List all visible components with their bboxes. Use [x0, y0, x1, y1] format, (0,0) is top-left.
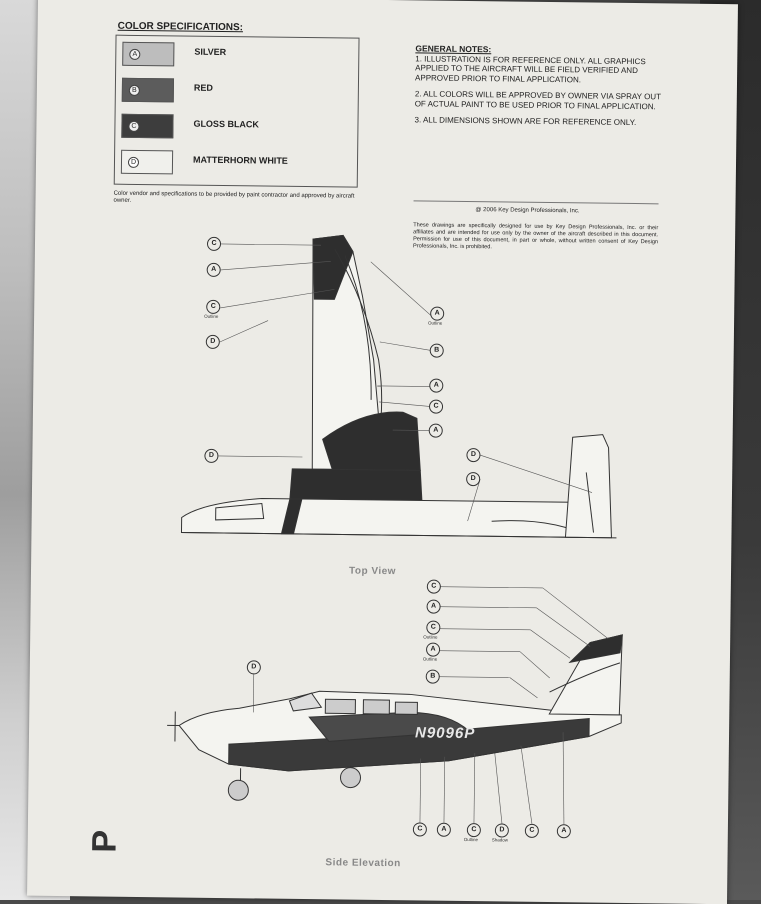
callout-d: D — [466, 448, 480, 462]
callout-c: C — [206, 300, 220, 314]
callout-sub-outline: Outline — [423, 656, 437, 661]
callout-a: A — [430, 307, 444, 321]
side-elevation-label: Side Elevation — [325, 857, 400, 869]
callout-a: A — [426, 643, 440, 657]
cabin-window — [395, 702, 417, 714]
callout-a: A — [429, 424, 443, 438]
callout-a: A — [429, 379, 443, 393]
document-content: COLOR SPECIFICATIONS: A SILVER B RED C G… — [27, 0, 738, 904]
callout-a: A — [427, 600, 441, 614]
callout-sub-outline: Outline — [423, 634, 437, 639]
side-view-drawing — [166, 629, 622, 805]
top-view-drawing — [181, 234, 620, 538]
cabin-window — [325, 699, 355, 713]
callout-d: D — [466, 472, 480, 486]
callout-c: C — [413, 822, 427, 836]
callout-sub-outline: Outline — [428, 321, 442, 326]
registration-text: N9096P — [415, 724, 475, 742]
callout-d: D — [204, 449, 218, 463]
top-view-label: Top View — [349, 566, 396, 578]
callout-d: D — [495, 823, 509, 837]
main-wheel — [340, 767, 360, 787]
aircraft-drawings — [27, 0, 738, 904]
callout-c: C — [429, 400, 443, 414]
logo-fragment: P — [86, 830, 125, 853]
callout-c: C — [467, 823, 481, 837]
callout-sub-outline: Outline — [464, 837, 478, 842]
paint-scheme-sheet: COLOR SPECIFICATIONS: A SILVER B RED C G… — [27, 0, 738, 904]
callout-c: C — [525, 824, 539, 838]
wing-root-black — [290, 469, 422, 501]
callout-a: A — [437, 823, 451, 837]
callout-c: C — [426, 621, 440, 635]
callout-d: D — [247, 660, 261, 674]
callout-d: D — [206, 335, 220, 349]
callout-b: B — [426, 670, 440, 684]
callout-c: C — [427, 580, 441, 594]
callout-a: A — [207, 263, 221, 277]
callout-sub-outline: Outline — [204, 314, 218, 319]
wing-outline — [181, 498, 591, 538]
nose-wheel — [228, 780, 248, 800]
callout-c: C — [207, 237, 221, 251]
callout-sub-shadow: Shadow — [492, 837, 508, 842]
callout-a: A — [557, 824, 571, 838]
cabin-window — [363, 700, 389, 714]
callout-b: B — [430, 344, 444, 358]
